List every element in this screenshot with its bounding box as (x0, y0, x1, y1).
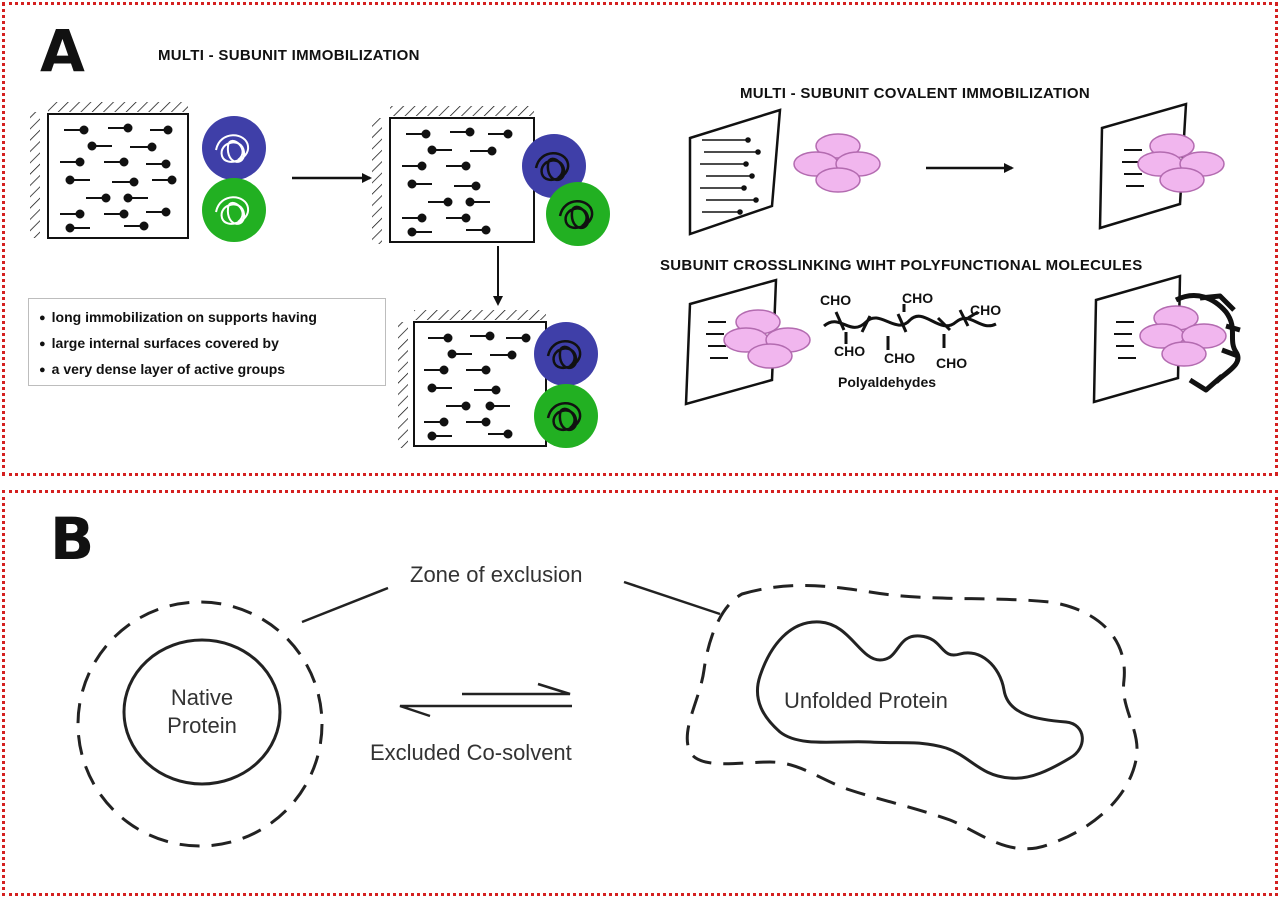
cho-label: CHO (884, 350, 916, 366)
enzyme-on-support (723, 309, 811, 369)
cho-label: CHO (936, 355, 968, 371)
enzyme-crosslinked (1139, 305, 1227, 367)
subunit-green-free (202, 178, 266, 242)
flat-support-4 (1092, 274, 1182, 404)
zone-pointer-left (301, 586, 389, 624)
porous-support-3 (398, 310, 547, 448)
note-item: large internal surfaces covered by (39, 331, 375, 357)
title-covalent-immobilization: MULTI - SUBUNIT COVALENT IMMOBILIZATION (740, 85, 1090, 102)
subunit-green-multipoint (534, 384, 598, 448)
panel-b-letter: B (50, 505, 95, 573)
flat-support-1 (688, 108, 782, 236)
panel-a-letter: A (40, 17, 85, 85)
zone-pointer-right (623, 580, 721, 616)
panel-a (2, 2, 1278, 476)
note-item: long immobilization on supports having (39, 305, 375, 331)
subunit-blue-multipoint (534, 322, 598, 386)
equilibrium-arrows (399, 682, 572, 718)
porous-support-1 (30, 102, 189, 239)
native-protein-label-line1: Native (170, 685, 234, 710)
polyaldehyde-chain (823, 304, 997, 350)
native-protein (122, 638, 282, 786)
panel-b (2, 490, 1278, 896)
native-protein-label-line2: Protein (167, 713, 237, 738)
subunit-blue-bound (522, 134, 586, 198)
unfolded-protein (755, 620, 1084, 780)
cho-label: CHO (820, 292, 852, 308)
polyaldehydes-label: Polyaldehydes (838, 374, 937, 390)
zone-of-exclusion-label: Zone of exclusion (410, 562, 583, 587)
enzyme-free (793, 133, 881, 193)
unfolded-protein-zone (685, 583, 1139, 851)
native-protein-label: Native Protein (142, 684, 262, 740)
cho-label: CHO (970, 302, 1002, 318)
note-item: a very dense layer of active groups (39, 357, 375, 383)
unfolded-protein-label: Unfolded Protein (784, 688, 948, 713)
excluded-cosolvent-label: Excluded Co-solvent (370, 740, 572, 765)
cho-label: CHO (902, 290, 934, 306)
title-multi-subunit-immobilization: MULTI - SUBUNIT IMMOBILIZATION (158, 47, 420, 64)
notes-box: long immobilization on supports having l… (28, 298, 386, 386)
title-subunit-crosslinking: SUBUNIT CROSSLINKING WIHT POLYFUNCTIONAL… (660, 257, 1143, 274)
subunit-blue-free (202, 116, 266, 180)
enzyme-immobilized (1137, 133, 1225, 193)
cho-label: CHO (834, 343, 866, 359)
native-protein-zone (76, 600, 324, 848)
subunit-green-bound (546, 182, 610, 246)
porous-support-2 (372, 106, 535, 244)
crosslink-network (1174, 293, 1241, 393)
